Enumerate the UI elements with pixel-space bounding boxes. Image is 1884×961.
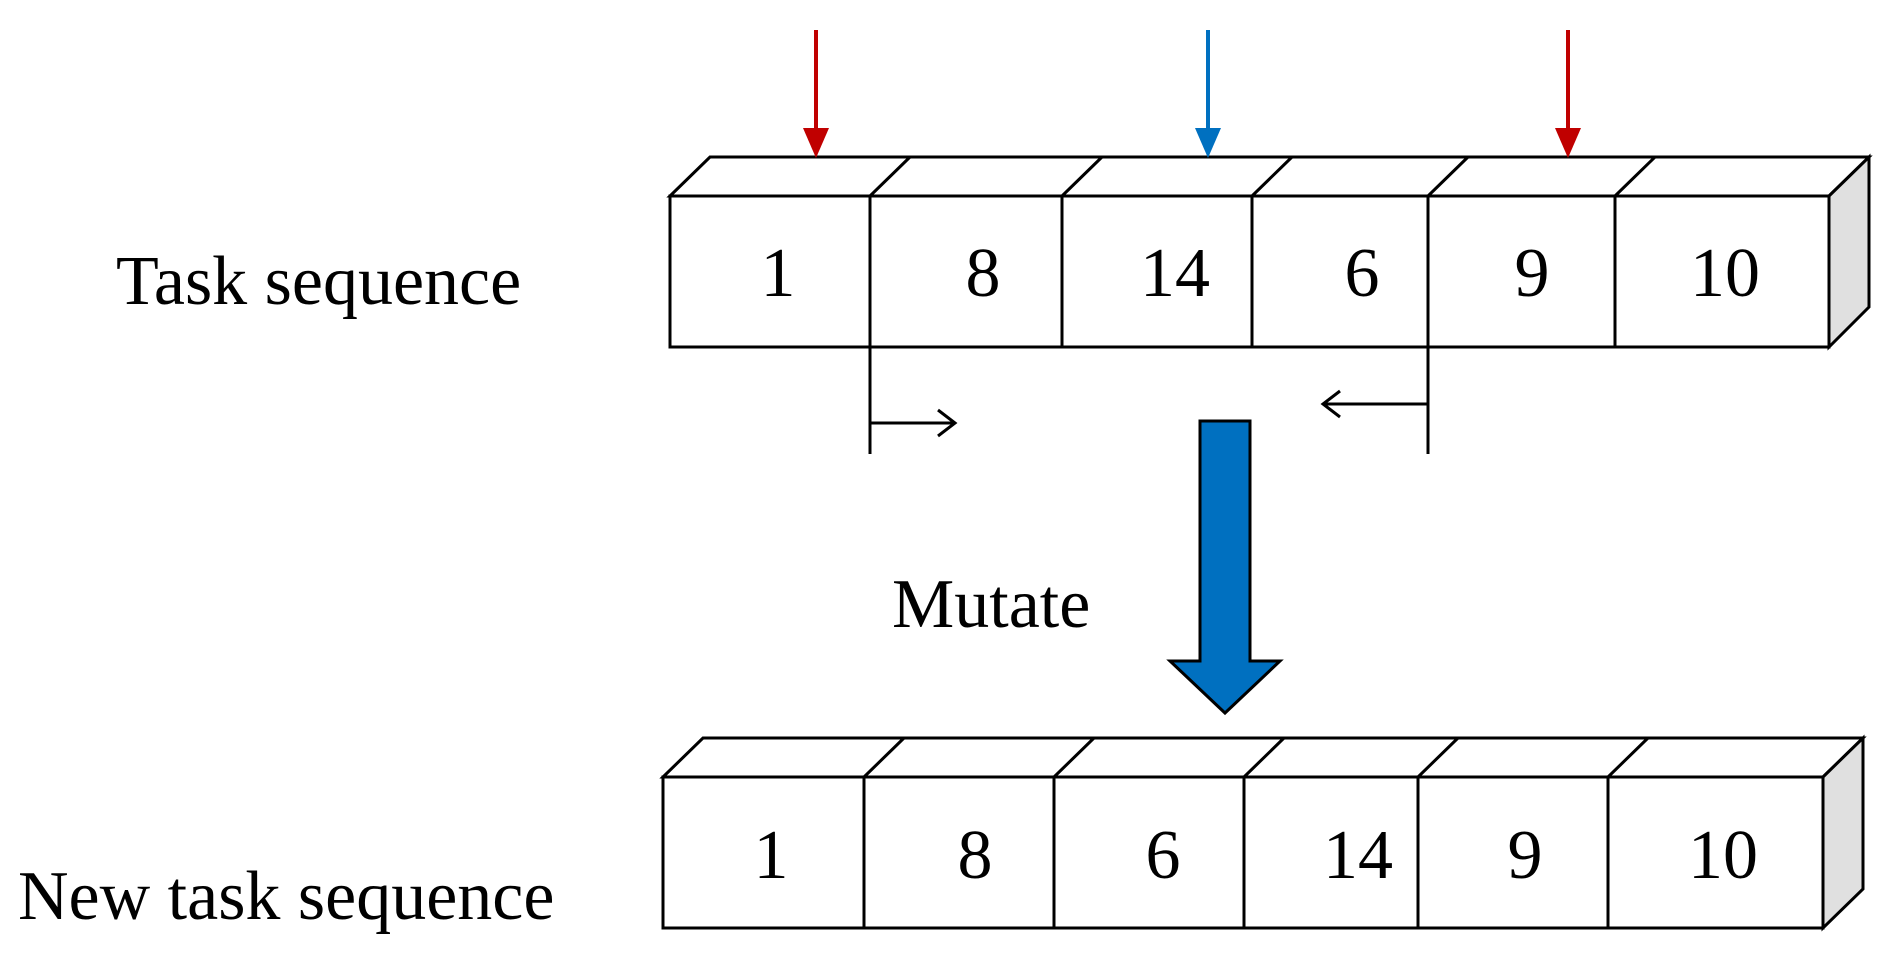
new-task-cell-6: 10 [1688,817,1758,894]
task-cell-2: 8 [966,235,1001,312]
task-cell-5: 9 [1515,235,1550,312]
blue-marker-arrow [1195,30,1221,158]
strip-front-face [668,194,1831,349]
mutate-arrow [1166,419,1284,716]
red-marker-arrow [1555,30,1581,158]
left-pointing-arrow [1320,389,1428,419]
red-marker-arrow [803,30,829,158]
task-cell-3: 14 [1140,235,1210,312]
right-pointing-arrow [870,408,958,438]
task-cell-6: 10 [1690,235,1760,312]
new-task-cell-5: 9 [1508,817,1543,894]
task-sequence-strip: 1 8 14 6 9 10 [666,153,1873,454]
task-cell-4: 6 [1345,235,1380,312]
new-task-sequence-strip: 1 8 6 14 9 10 [659,734,1867,932]
strip-top-face [666,155,1873,198]
mutate-label: Mutate [892,566,1091,643]
new-task-cell-1: 1 [754,817,789,894]
new-task-sequence-label: New task sequence [18,858,555,935]
task-sequence-label: Task sequence [116,243,522,320]
new-task-cell-2: 8 [958,817,993,894]
new-task-cell-4: 14 [1323,817,1393,894]
task-cell-1: 1 [761,235,796,312]
new-task-cell-3: 6 [1146,817,1181,894]
